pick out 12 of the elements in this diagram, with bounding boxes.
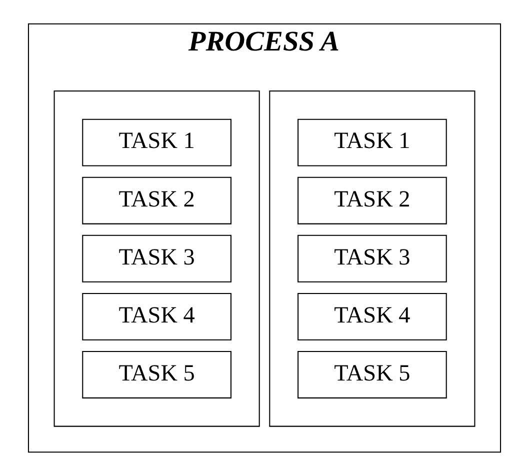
- node-box: TASK 2: [297, 176, 446, 224]
- node-box: TASK 5: [82, 350, 231, 398]
- cluster: [53, 90, 260, 427]
- node-box: TASK 1: [82, 118, 231, 166]
- node-box: TASK 5: [297, 350, 446, 398]
- node-box: TASK 3: [297, 234, 446, 282]
- cluster: [268, 90, 475, 427]
- node-box: TASK 4: [82, 292, 231, 340]
- node-box: TASK 4: [297, 292, 446, 340]
- node-box: TASK 2: [82, 176, 231, 224]
- node-box: TASK 3: [82, 234, 231, 282]
- node-box: TASK 1: [297, 118, 446, 166]
